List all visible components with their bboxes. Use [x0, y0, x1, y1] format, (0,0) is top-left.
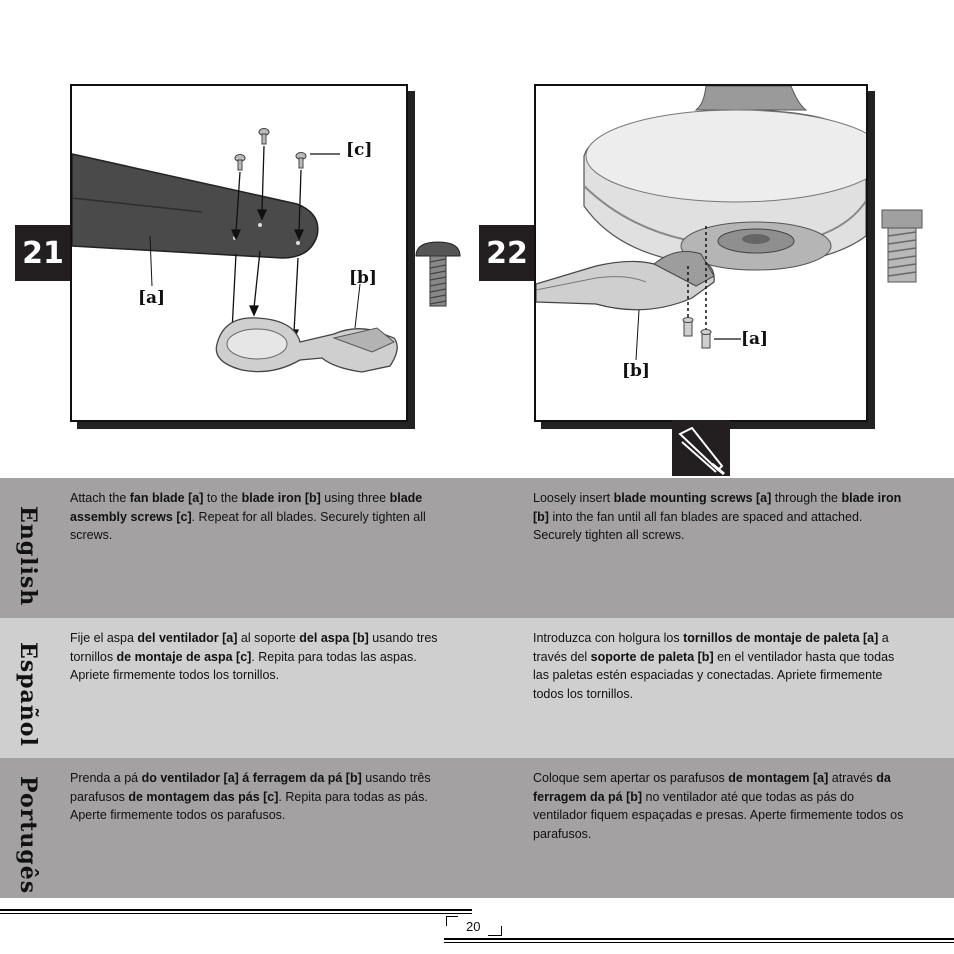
- screw-icon: [881, 209, 923, 283]
- text-run: a través del: [533, 631, 889, 664]
- step-21-label-c: [c]: [346, 140, 373, 160]
- bold-term: blade iron [b]: [533, 491, 902, 524]
- step-22-number: 22: [479, 225, 535, 281]
- bold-term: fan blade [a]: [129, 491, 204, 505]
- page-number: 20: [466, 919, 481, 934]
- text-run: Fije el aspa: [70, 631, 138, 645]
- portugues-step-22-text: Coloque sem apertar os parafusos de mont…: [533, 769, 905, 843]
- text-run: no ventilador até que todas as pás do ve…: [533, 789, 904, 841]
- english-step-21-text: Attach the fan blade [a] to the blade ir…: [70, 489, 450, 545]
- step-21-label-b: [b]: [349, 268, 377, 288]
- band-espanol: Español Fije el aspa del ventilador [a] …: [0, 618, 954, 758]
- bold-term: de montaje de aspa [c]: [116, 649, 252, 664]
- language-label-english: English: [15, 506, 41, 607]
- english-step-22-text: Loosely insert blade mounting screws [a]…: [533, 489, 913, 545]
- text-run: Attach the: [70, 491, 130, 505]
- page-number-box: 20: [446, 916, 502, 936]
- text-run: into the fan until all fan blades are sp…: [533, 509, 863, 543]
- screwdriver-icon: [672, 420, 730, 476]
- bold-term: soporte de paleta [b]: [590, 649, 714, 664]
- text-run: en el ventilador hasta que todas las pal…: [533, 649, 895, 701]
- text-run: Coloque sem apertar os parafusos: [533, 771, 729, 785]
- fan-motor-assembly-drawing: [536, 86, 866, 361]
- portugues-step-21-text: Prenda a pá do ventilador [a] á ferragem…: [70, 769, 450, 825]
- footer-rule-right-thin: [444, 942, 954, 943]
- band-portugues: Portugês Prenda a pá do ventilador [a] á…: [0, 758, 954, 898]
- bold-term: del aspa [b]: [299, 631, 369, 645]
- text-run: usando três parafusos: [70, 771, 431, 804]
- step-21-label-a: [a]: [138, 288, 166, 308]
- step-21-illustration: [c] [b] [a]: [70, 84, 408, 422]
- text-run: Introduzca con holgura los: [533, 631, 684, 645]
- bold-term: do ventilador [a] á ferragem da pá [b]: [141, 771, 362, 785]
- step-22-label-a: [a]: [741, 329, 769, 349]
- text-run: through the: [771, 491, 842, 505]
- step-22-illustration: [a] [b]: [534, 84, 868, 422]
- text-run: al soporte: [237, 631, 300, 645]
- text-run: to the: [203, 491, 242, 505]
- text-run: . Repeat for all blades. Securely tighte…: [70, 509, 426, 543]
- bold-term: tornillos de montaje de paleta [a]: [683, 631, 879, 645]
- footer-rule-left-thick: [0, 909, 472, 911]
- language-label-portugues: Portugês: [15, 776, 41, 895]
- text-run: usando tres tornillos: [70, 631, 438, 664]
- fan-blade-assembly-drawing: [72, 128, 398, 373]
- language-label-espanol: Español: [15, 642, 41, 747]
- bold-term: blade iron [b]: [241, 491, 321, 505]
- text-run: using three: [320, 491, 390, 505]
- bold-term: del ventilador [a]: [137, 631, 238, 645]
- bold-term: da ferragem da pá [b]: [533, 771, 891, 804]
- bold-term: blade assembly screws [c]: [70, 491, 423, 524]
- text-run: Loosely insert: [533, 491, 614, 505]
- text-run: . Repita para todas las aspas. Apriete f…: [70, 649, 417, 683]
- step-22-label-b: [b]: [622, 361, 650, 381]
- bold-term: blade mounting screws [a]: [613, 491, 772, 505]
- bold-term: de montagem [a]: [728, 771, 829, 785]
- text-run: Prenda a pá: [70, 771, 142, 785]
- footer-rule-left-thin: [0, 913, 472, 914]
- text-run: através: [828, 771, 877, 785]
- screw-icon: [415, 241, 461, 307]
- bold-term: de montagem das pás [c]: [128, 789, 279, 804]
- step-21-number: 21: [15, 225, 71, 281]
- text-run: . Repita para todas as pás. Aperte firme…: [70, 789, 428, 823]
- footer-rule-right-thick: [444, 938, 954, 940]
- espanol-step-21-text: Fije el aspa del ventilador [a] al sopor…: [70, 629, 445, 685]
- espanol-step-22-text: Introduzca con holgura los tornillos de …: [533, 629, 903, 703]
- band-english: English Attach the fan blade [a] to the …: [0, 478, 954, 618]
